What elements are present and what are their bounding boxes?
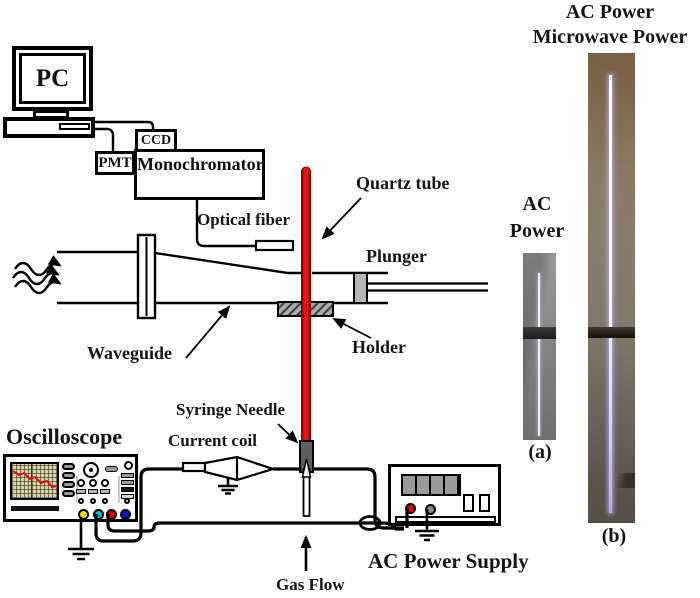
scope-knob[interactable] [89, 479, 97, 487]
monochromator-box: Monochromator [134, 149, 265, 200]
scope-knob[interactable] [77, 479, 85, 487]
quartz-tube-drawing [301, 166, 311, 456]
scope-knob-small[interactable] [90, 498, 96, 504]
scope-connector-cyan[interactable] [93, 509, 104, 520]
holder-arrow [332, 318, 372, 339]
scope-run-button[interactable] [105, 466, 118, 472]
supply-terminal-gray[interactable] [425, 504, 436, 515]
syringe-needle-arrow [277, 423, 299, 444]
scope-button[interactable] [121, 487, 134, 492]
waveguide-arrow [185, 305, 231, 359]
pc-monitor: PC [12, 46, 93, 111]
scope-button[interactable] [121, 473, 134, 478]
ccd-box: CCD [135, 129, 177, 152]
scope-menu-button[interactable] [62, 490, 75, 497]
scope-menu-button[interactable] [62, 463, 75, 470]
ac-supply-panel [388, 464, 501, 526]
ac-power-supply-label: AC Power Supply [368, 549, 529, 573]
annotation-arrows [185, 197, 372, 571]
scope-knob-small[interactable] [102, 498, 108, 504]
waveguide-drawing [57, 233, 388, 320]
supply-terminal-red[interactable] [405, 503, 416, 514]
pc-system-unit [3, 117, 95, 138]
scope-connector-blue[interactable] [120, 509, 131, 520]
oscilloscope-screen [10, 462, 59, 500]
photo-a-title-line1: AC [522, 193, 552, 215]
quartz-tube-label: Quartz tube [356, 173, 450, 193]
scope-button[interactable] [88, 489, 98, 494]
pc-monitor-screen: PC [19, 53, 86, 104]
fiber-tip [254, 239, 295, 252]
plunger-drawing [353, 272, 488, 304]
scope-knob-small[interactable] [78, 498, 84, 504]
syringe-needle-label: Syringe Needle [176, 400, 286, 419]
photo-texture [613, 473, 635, 488]
pmt-box: PMT [95, 151, 135, 175]
photo-a-plasma [523, 253, 556, 440]
knob-center [89, 468, 93, 472]
scope-small-knob[interactable] [124, 461, 133, 470]
scope-button[interactable] [100, 489, 110, 494]
current-coil-label: Current coil [168, 431, 257, 450]
circuit-wires [94, 467, 409, 543]
photo-b-title-line1: AC Power [565, 1, 655, 23]
scope-main-knob[interactable] [83, 462, 99, 478]
caption-b: (b) [601, 525, 627, 547]
waveform-trace [12, 470, 57, 489]
holder-band-b [588, 327, 635, 338]
scope-button[interactable] [76, 489, 86, 494]
scope-knob[interactable] [101, 479, 109, 487]
plunger-label: Plunger [366, 246, 427, 266]
holder-band-a [523, 327, 556, 339]
pc-drive-slot [59, 123, 90, 130]
supply-switch[interactable] [463, 494, 474, 512]
scope-readout-bar [11, 506, 59, 511]
scope-menu-button[interactable] [62, 481, 75, 488]
scope-connector-red[interactable] [106, 509, 117, 520]
microwave-arrows-icon [11, 255, 62, 295]
holder-label: Holder [352, 337, 406, 357]
wire-loop [358, 515, 382, 531]
syringe-needle-drawing [299, 440, 314, 517]
plasma-column-b [609, 75, 612, 513]
supply-switch[interactable] [479, 494, 490, 512]
pmt-label: PMT [98, 155, 132, 171]
scope-menu-button[interactable] [62, 472, 75, 479]
holder-drawing [277, 301, 334, 317]
ccd-label: CCD [140, 133, 172, 148]
caption-a: (a) [528, 441, 552, 463]
scope-connector-yellow[interactable] [78, 509, 89, 520]
oscilloscope-panel [3, 454, 138, 522]
oscilloscope-label: Oscilloscope [6, 424, 123, 449]
plasma-column-a [538, 273, 540, 436]
gas-flow-label: Gas Flow [276, 575, 345, 594]
waveguide-flange [136, 233, 157, 320]
photo-a-title-line2: Power [509, 220, 565, 242]
quartz-tube-arrow [321, 197, 362, 240]
scope-button[interactable] [121, 480, 134, 485]
waveguide-label: Waveguide [87, 343, 173, 363]
photo-b-plasma [588, 53, 635, 523]
supply-base-bar [395, 516, 496, 523]
panel-divider [118, 476, 120, 503]
optical-fiber-label: Optical fiber [197, 210, 291, 229]
pc-label: PC [35, 64, 70, 92]
monochromator-label: Monochromator [137, 154, 264, 174]
photo-b-title-line2: Microwave Power [532, 26, 688, 48]
scope-knob-small[interactable] [124, 498, 130, 504]
current-coil-drawing [181, 455, 277, 482]
supply-display [401, 474, 461, 496]
